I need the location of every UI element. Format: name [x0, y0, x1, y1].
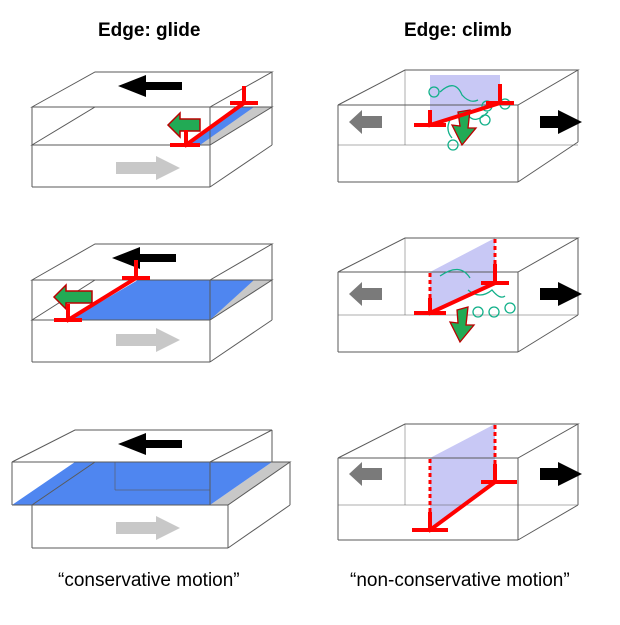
- stress-arrow-left: [349, 110, 382, 134]
- climbed-segment: [428, 238, 497, 298]
- shear-arrow-top: [118, 433, 182, 455]
- vacancy: [488, 306, 500, 318]
- glide-column-title: Edge: glide: [98, 20, 201, 41]
- crystal-block: [337, 423, 580, 541]
- climb-panel-3: [337, 423, 582, 541]
- glide-panel-2: [30, 243, 274, 363]
- crystal-block: [337, 69, 580, 183]
- vacancy-flow: [439, 268, 516, 318]
- vacancy: [479, 114, 491, 126]
- lower-block: [30, 461, 292, 549]
- glide-panel-3: [11, 429, 292, 549]
- shear-arrow-bottom: [116, 156, 180, 180]
- stress-arrow-left: [349, 282, 382, 306]
- vacancy: [447, 139, 459, 151]
- step-ledge: [210, 462, 290, 505]
- vacancy-path: [447, 119, 453, 139]
- dislocation-line: [412, 464, 517, 533]
- vacancy-path: [439, 268, 471, 279]
- climb-plane: [430, 238, 495, 313]
- glide-plane: [12, 462, 272, 505]
- climbed-segment: [428, 424, 497, 512]
- glide-direction-arrow: [166, 111, 201, 139]
- stress-arrow-right: [540, 462, 582, 486]
- climb-plane: [430, 75, 500, 125]
- vacancy-path: [439, 85, 479, 102]
- vacancy: [472, 306, 484, 318]
- stress-arrow-right: [540, 282, 582, 306]
- climb-panel-1: [337, 69, 582, 183]
- glide-plane: [186, 107, 254, 145]
- climb-plane: [430, 424, 495, 530]
- climb-caption: “non-conservative motion”: [350, 570, 570, 591]
- climb-direction-arrow: [448, 306, 476, 344]
- vacancy: [504, 302, 516, 314]
- vacancy: [428, 86, 440, 98]
- climb-panel-2: [337, 237, 582, 353]
- dislocation-line: [170, 86, 258, 148]
- glide-plane: [70, 280, 254, 320]
- crystal-block: [337, 237, 580, 353]
- shear-arrow-top: [118, 75, 182, 97]
- stress-arrow-left: [349, 462, 382, 486]
- stress-arrow-right: [540, 110, 582, 134]
- dislocation-line: [414, 264, 509, 316]
- glide-direction-arrow: [52, 283, 93, 311]
- shear-arrow-bottom: [116, 516, 180, 540]
- glide-caption: “conservative motion”: [58, 570, 240, 591]
- shear-arrow-top: [112, 247, 176, 269]
- glide-panel-1: [30, 71, 274, 188]
- dislocation-line: [414, 84, 514, 128]
- dislocation-line: [54, 260, 150, 323]
- climb-column-title: Edge: climb: [404, 20, 512, 41]
- shear-arrow-bottom: [116, 328, 180, 352]
- lower-block: [30, 279, 274, 363]
